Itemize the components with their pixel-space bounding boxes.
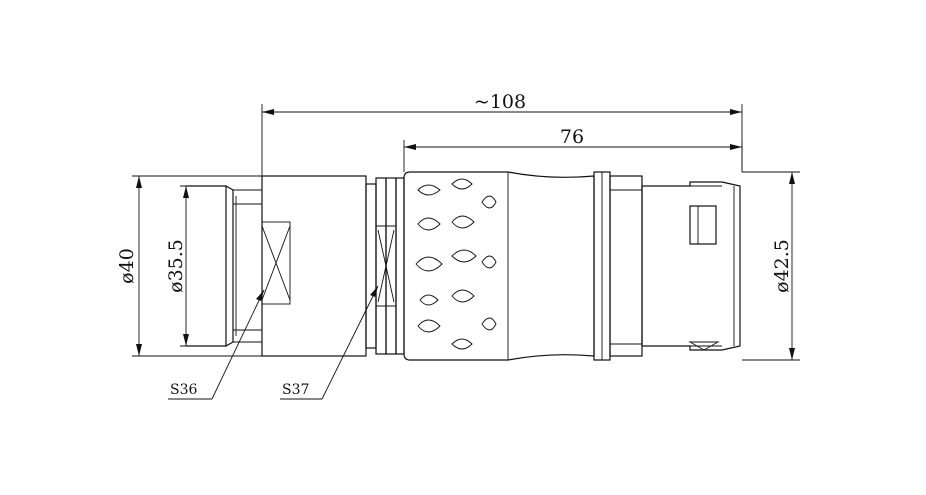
dimension-dia-right	[742, 171, 800, 361]
dimension-overall-length	[261, 104, 743, 176]
dimension-grip-length	[403, 140, 743, 172]
grip-length-label: 76	[560, 126, 584, 148]
hex-nut-s36	[261, 175, 367, 357]
dia-left-outer-label: ø40	[116, 248, 138, 284]
callout-s37-leader	[280, 285, 379, 400]
dia-left-inner-label: ø35.5	[165, 239, 187, 293]
knurl-pattern	[415, 178, 497, 350]
callout-s36-leader	[168, 289, 265, 400]
callout-s36-label: S36	[170, 382, 197, 398]
dia-right-label: ø42.5	[771, 239, 793, 293]
dimension-dia-left-inner	[180, 185, 226, 347]
overall-length-label: ~108	[474, 91, 526, 113]
right-body	[593, 171, 741, 361]
grip-sleeve	[403, 171, 595, 361]
nut-s37	[365, 177, 405, 355]
dimension-dia-left-outer	[132, 175, 262, 357]
callout-s37-label: S37	[282, 382, 309, 398]
left-cap	[186, 185, 262, 347]
